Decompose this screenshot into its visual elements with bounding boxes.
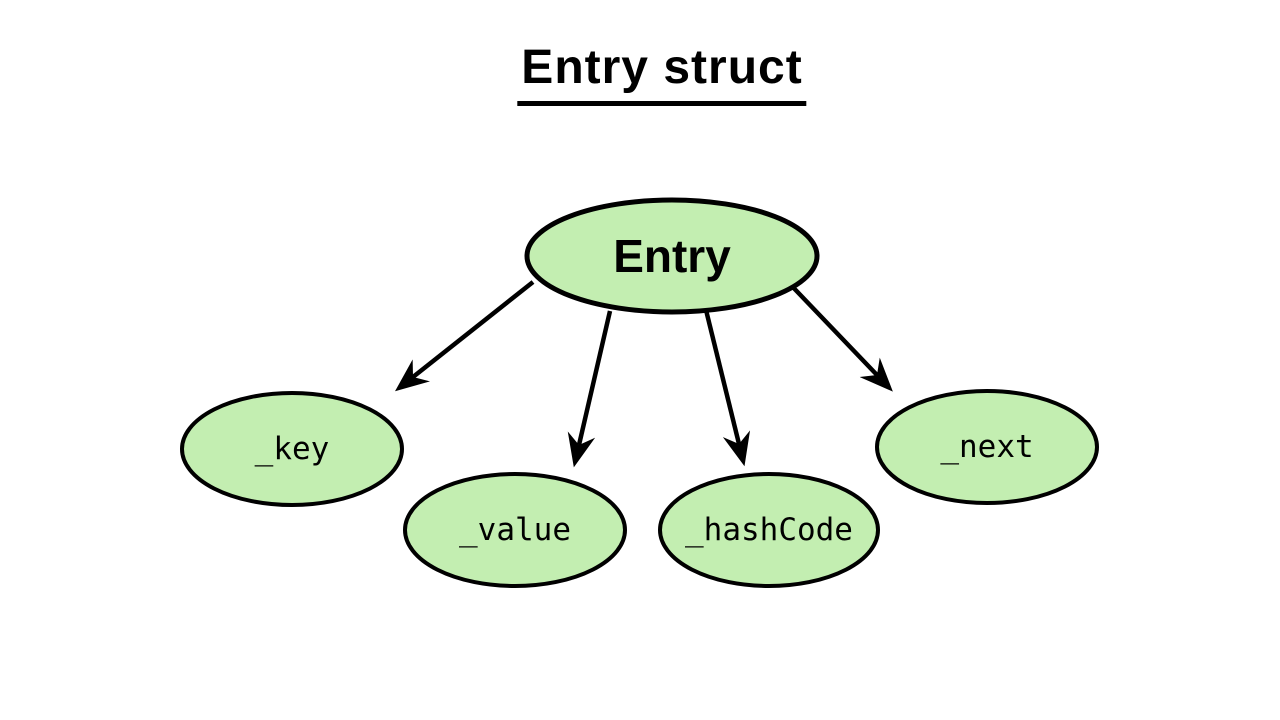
node-entry xyxy=(524,197,820,315)
node-hashcode-label: _hashCode xyxy=(685,512,853,548)
arrow-entry-to-value xyxy=(567,310,613,468)
page-title: Entry struct xyxy=(517,40,807,106)
arrow-entry-to-next xyxy=(785,279,893,392)
node-hashcode xyxy=(658,472,880,588)
node-value-label: _value xyxy=(459,512,571,548)
node-key xyxy=(180,391,404,507)
arrow-entry-to-key xyxy=(394,280,535,392)
node-next xyxy=(875,389,1099,505)
node-entry-label: Entry xyxy=(613,230,731,282)
node-value xyxy=(403,472,627,588)
arrow-entry-to-hashcode xyxy=(703,309,751,467)
node-next-label: _next xyxy=(940,429,1033,465)
node-key-label: _key xyxy=(255,431,330,467)
